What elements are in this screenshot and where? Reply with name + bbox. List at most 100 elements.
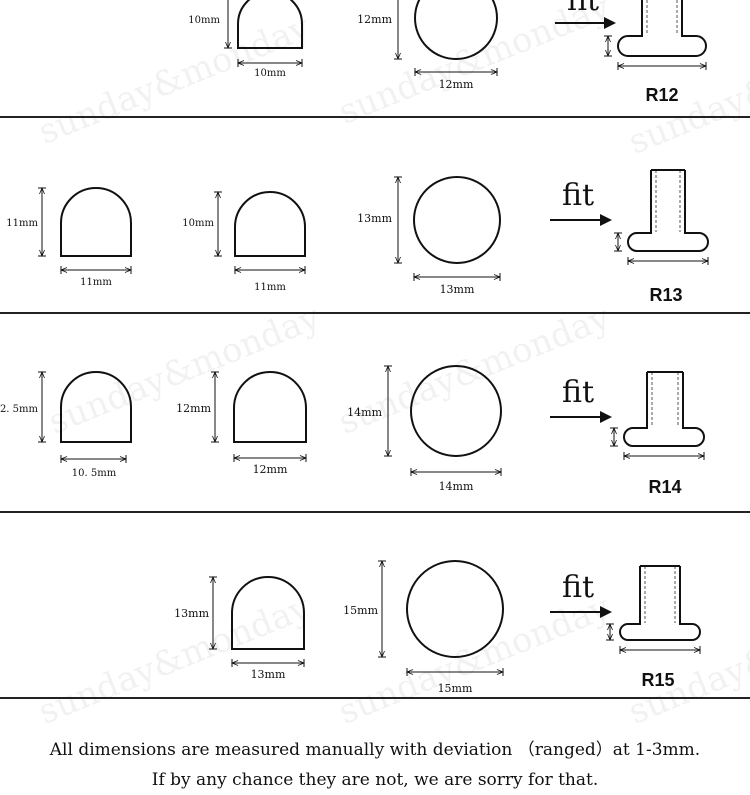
panel-r14-shape-1-dome	[60, 371, 132, 443]
panel-r13-shape-3-h-dim-arrow-bottom	[395, 256, 401, 265]
panel-r15-shape-1-dome	[231, 576, 305, 650]
panel-r13-shape-1-h-dim-arrow-bottom	[39, 249, 45, 258]
panel-r15-joint	[641, 623, 679, 626]
panel-r14-shape-2-w-dim-arrow-left	[232, 455, 241, 461]
panel-r14-shape-3-h-dim-arrow-bottom	[385, 449, 391, 458]
panel-r13-base-dim-arrow-right	[701, 258, 710, 264]
panel-r12-shape-2-w-dim-arrow-left	[413, 69, 422, 75]
panel-r13-model-label: R13	[649, 285, 682, 305]
panel-r15-flange-dim-arrow-top	[607, 622, 613, 631]
panel-r13-shape-3-w-label: 13mm	[440, 283, 475, 296]
panel-r13-shape-3-h-dim-arrow-top	[395, 175, 401, 184]
panel-r12-flange-dim-arrow-top	[605, 34, 611, 43]
panel-r12-shape-1-h-label: 10mm	[188, 15, 220, 26]
panel-r12-shape-2-w-dim-arrow-right	[490, 69, 499, 75]
panel-r14-shape-2-h-label: 12mm	[176, 402, 211, 415]
panel-r15-shape-1-h-dim-arrow-bottom	[210, 642, 216, 651]
panel-r14-fit-word: fit	[562, 375, 594, 410]
footer-note-line1: All dimensions are measured manually wit…	[49, 740, 701, 760]
panel-r15-fit-word: fit	[562, 570, 594, 605]
panel-r12-shape-2-h-dim-arrow-bottom	[395, 52, 401, 61]
panel-r14-shape-3-w-dim-arrow-right	[494, 469, 503, 475]
panel-divider-4	[0, 697, 750, 699]
panel-r13-base-dim-arrow-left	[626, 258, 635, 264]
panel-r13-shape-1-h-label: 11mm	[6, 218, 38, 229]
panel-r12-base-dim-arrow-left	[616, 63, 625, 69]
panel-r12-shape-2-h-label: 12mm	[357, 13, 392, 26]
panel-r14-base-dim-arrow-left	[622, 453, 631, 459]
panel-r15-flange-dim-arrow-bottom	[607, 633, 613, 642]
panel-r15-shape-1-h-dim-arrow-top	[210, 575, 216, 584]
panel-r13-shape-2-w-dim-arrow-left	[233, 267, 242, 273]
panel-r12-joint	[643, 35, 681, 38]
panel-r15-stem	[639, 565, 681, 624]
panel-r13-shape-1-w-label: 11mm	[80, 277, 112, 288]
panel-r13-flange-dim-arrow-top	[615, 231, 621, 240]
panel-r14-model-label: R14	[648, 477, 681, 497]
panel-r15-shape-2-w-dim-arrow-left	[405, 669, 414, 675]
panel-r15-shape-1-w-label: 13mm	[251, 668, 286, 681]
panel-r12-flange-dim-arrow-bottom	[605, 49, 611, 58]
panel-r14-shape-2-w-dim-arrow-right	[299, 455, 308, 461]
panel-r15-shape-2-h-dim-arrow-top	[379, 559, 385, 568]
panel-r14-shape-1-w-dim-arrow-left	[59, 456, 68, 462]
panel-r13-fit-word: fit	[562, 178, 594, 213]
panel-r13-bore	[655, 170, 681, 233]
panel-r13-shape-1-w-dim-arrow-right	[124, 267, 133, 273]
panel-r13-stem	[650, 169, 686, 233]
panel-r13-shape-1-h-dim-arrow-top	[39, 186, 45, 195]
panel-r15-shape-2-circle	[406, 560, 504, 658]
panel-r15-shape-2-h-label: 15mm	[343, 604, 378, 617]
panel-r14-shape-2-h-dim-arrow-bottom	[212, 435, 218, 444]
panel-r12-shape-1-w-dim-arrow-right	[295, 60, 304, 66]
panel-r14-joint	[648, 427, 682, 430]
panel-r14-stem	[646, 371, 684, 428]
panel-r12-base-dim-arrow-right	[699, 63, 708, 69]
panel-r12-shape-1-w-dim-arrow-left	[236, 60, 245, 66]
panel-r14-shape-2-h-dim-arrow-top	[212, 370, 218, 379]
panel-r14-shape-1-h-dim-arrow-top	[39, 370, 45, 379]
panel-r15-bore	[644, 566, 676, 624]
panel-r12-model-label: R12	[645, 85, 678, 105]
panel-r14-shape-1-w-label: 10. 5mm	[72, 468, 117, 479]
panel-r14-shape-3-circle	[410, 365, 502, 457]
panel-r13-joint	[652, 232, 684, 235]
panel-r15-flange	[619, 623, 701, 641]
panel-r13-shape-2-dome	[234, 191, 306, 257]
panel-r14-fit-arrow-head	[600, 411, 612, 423]
panel-r14-shape-1-h-label: 12. 5mm	[0, 404, 39, 415]
panel-r14-base-dim-arrow-right	[697, 453, 706, 459]
panel-r14-shape-2-dome	[233, 371, 307, 443]
panel-r13-fit-arrow-head	[600, 214, 612, 226]
panel-r14-flange	[623, 427, 705, 447]
panel-r12-shape-2-w-label: 12mm	[439, 78, 474, 91]
panel-r12-fit-word: fit	[567, 0, 599, 18]
panel-r13-shape-2-h-dim-arrow-top	[215, 190, 221, 199]
panel-divider-1	[0, 116, 750, 118]
panel-r13-shape-2-h-dim-arrow-bottom	[215, 249, 221, 258]
panel-r15-base-dim-arrow-right	[693, 647, 702, 653]
panel-r13-shape-3-h-label: 13mm	[357, 212, 392, 225]
panel-r15-shape-1-h-label: 13mm	[174, 607, 209, 620]
panel-divider-3	[0, 511, 750, 513]
panel-r14-flange-dim-arrow-top	[611, 426, 617, 435]
panel-r14-shape-1-h-dim-arrow-bottom	[39, 435, 45, 444]
panel-r14-shape-3-h-dim-arrow-top	[385, 364, 391, 373]
panel-r12-flange	[617, 35, 707, 57]
panel-r13-shape-3-w-dim-arrow-left	[412, 274, 421, 280]
panel-r14-shape-2-w-label: 12mm	[253, 463, 288, 476]
panel-r14-bore	[651, 372, 679, 428]
footer-note-line2: If by any chance they are not, we are so…	[151, 770, 599, 790]
panel-r12-shape-1-dome	[237, 0, 303, 49]
panel-r15-shape-2-w-dim-arrow-right	[496, 669, 505, 675]
panel-r12-stem	[641, 0, 683, 36]
panel-r15-shape-1-w-dim-arrow-left	[230, 660, 239, 666]
panel-r15-shape-2-h-dim-arrow-bottom	[379, 650, 385, 659]
panel-r14-flange-dim-arrow-bottom	[611, 439, 617, 448]
panel-r13-shape-2-w-label: 11mm	[254, 282, 286, 293]
panel-r15-fit-arrow-head	[600, 606, 612, 618]
panel-r12-shape-2-circle	[414, 0, 498, 60]
panel-divider-2	[0, 312, 750, 314]
panel-r13-shape-3-circle	[413, 176, 501, 264]
